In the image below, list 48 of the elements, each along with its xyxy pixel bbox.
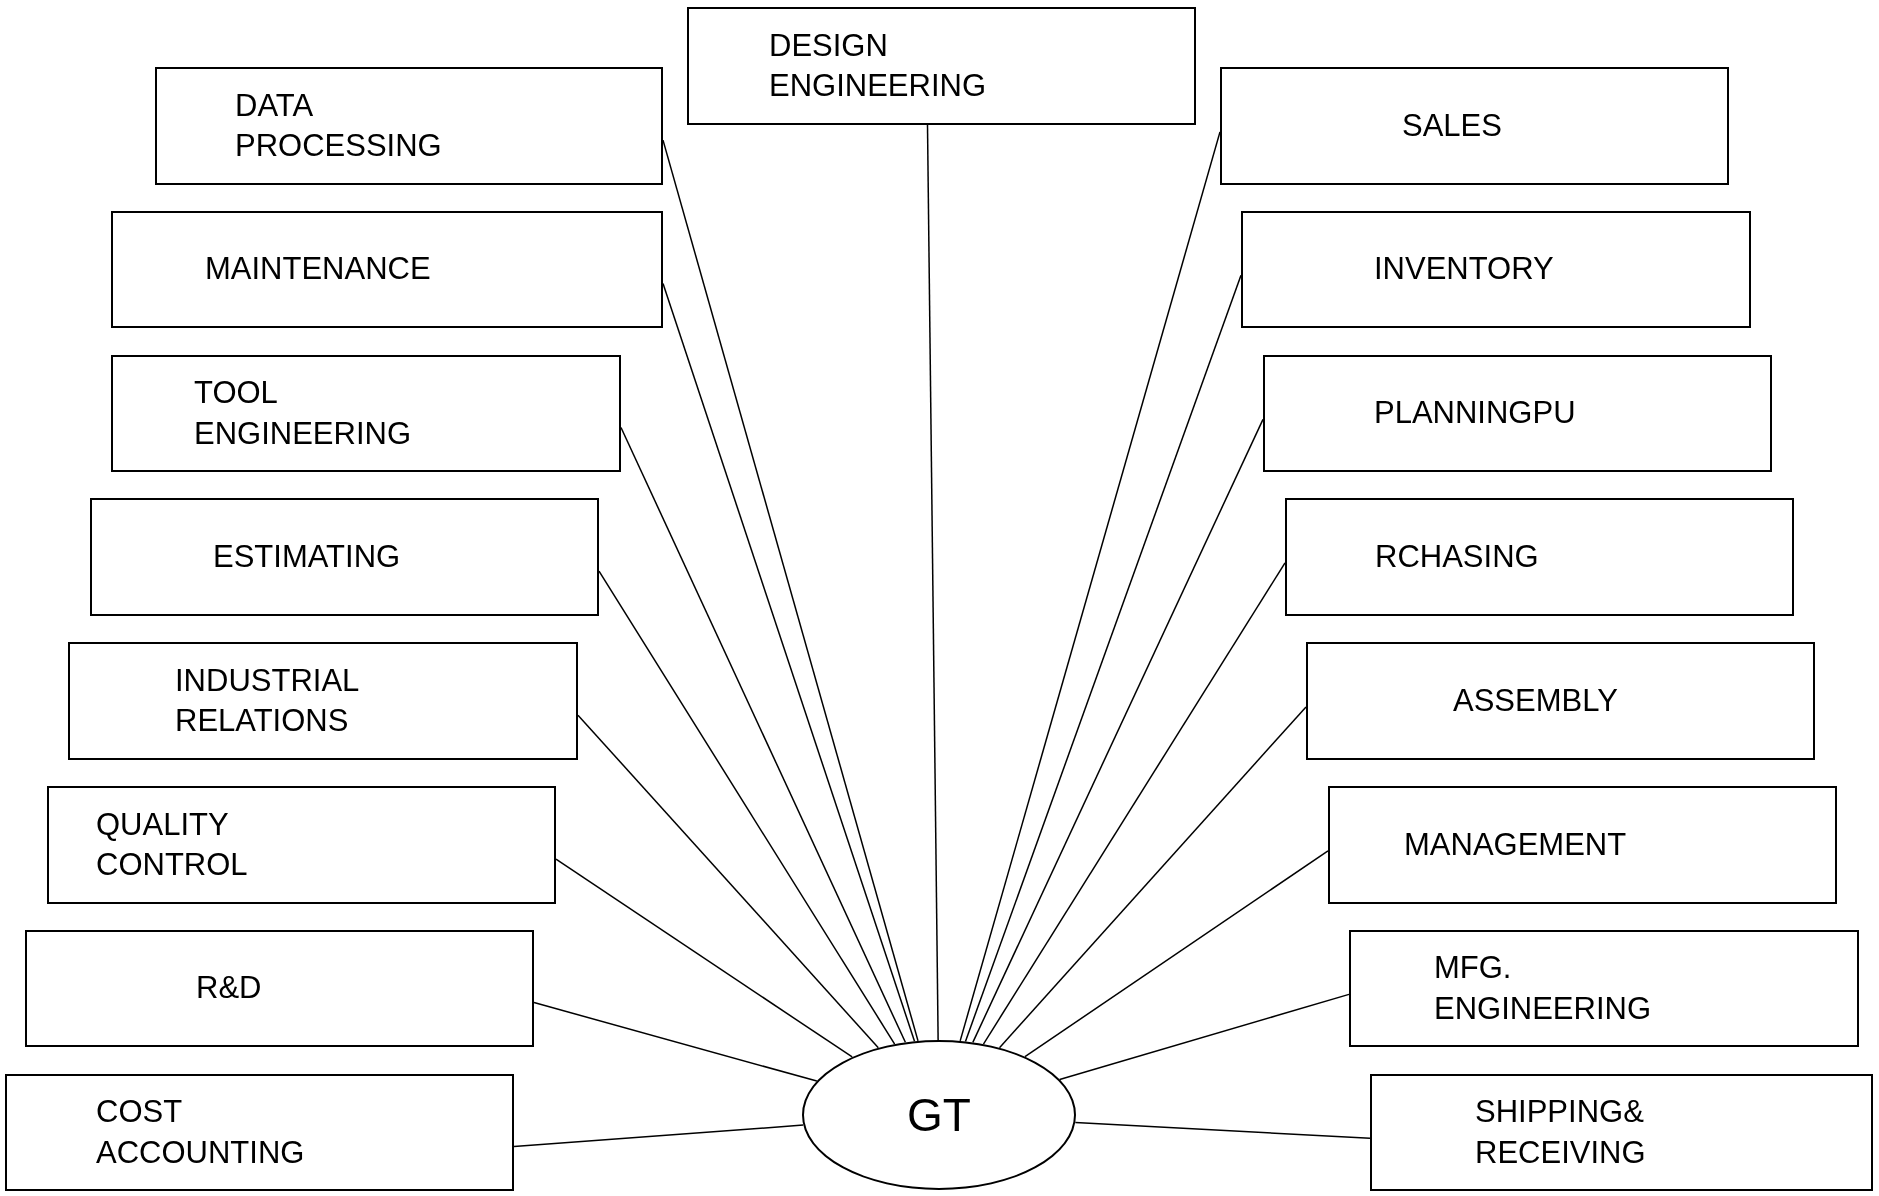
connector-line <box>1058 993 1350 1081</box>
department-box <box>1328 786 1837 904</box>
department-box <box>47 786 556 904</box>
box-label: PLANNINGPU <box>1374 394 1577 433</box>
connector-line <box>1024 850 1329 1058</box>
box-label: TOOL ENGINEERING <box>194 374 413 453</box>
connector-line <box>513 1124 804 1148</box>
department-box <box>1306 642 1815 760</box>
department-box <box>155 67 663 185</box>
department-box <box>1263 355 1772 472</box>
connector-line <box>926 124 939 1041</box>
connector-line <box>998 706 1307 1049</box>
department-box <box>5 1074 514 1191</box>
box-label: MANAGEMENT <box>1404 825 1628 864</box>
box-label: COST ACCOUNTING <box>96 1093 306 1172</box>
department-box <box>111 211 663 328</box>
box-label: RCHASING <box>1375 537 1540 576</box>
box-label: INVENTORY <box>1374 250 1555 289</box>
box-label: QUALITY CONTROL <box>96 805 249 884</box>
box-label: MAINTENANCE <box>205 250 432 289</box>
department-box <box>25 930 534 1047</box>
connector-line <box>959 131 1221 1042</box>
box-label: ESTIMATING <box>213 537 402 576</box>
connector-line <box>1074 1121 1371 1140</box>
box-label: DATA PROCESSING <box>235 86 443 165</box>
department-box <box>90 498 599 616</box>
box-label: R&D <box>196 969 263 1008</box>
box-label: MFG. ENGINEERING <box>1434 949 1653 1028</box>
connector-line <box>577 714 880 1049</box>
department-box <box>111 355 621 472</box>
connector-line <box>964 274 1242 1043</box>
department-box <box>1241 211 1751 328</box>
connector-line <box>598 570 896 1045</box>
department-box <box>1370 1074 1873 1191</box>
connector-line <box>982 562 1286 1045</box>
department-box <box>1220 67 1729 185</box>
box-label: SALES <box>1402 106 1503 145</box>
department-box <box>1285 498 1794 616</box>
box-label: SHIPPING& RECEIVING <box>1475 1093 1647 1172</box>
department-box <box>1349 930 1859 1047</box>
box-label: DESIGN ENGINEERING <box>769 26 988 105</box>
box-label: INDUSTRIAL RELATIONS <box>175 661 360 740</box>
department-box <box>68 642 578 760</box>
department-box <box>687 7 1196 125</box>
node-label: GT <box>907 1087 971 1143</box>
box-label: ASSEMBLY <box>1453 681 1619 720</box>
connector-line <box>533 1001 818 1082</box>
connector-line <box>555 858 853 1058</box>
